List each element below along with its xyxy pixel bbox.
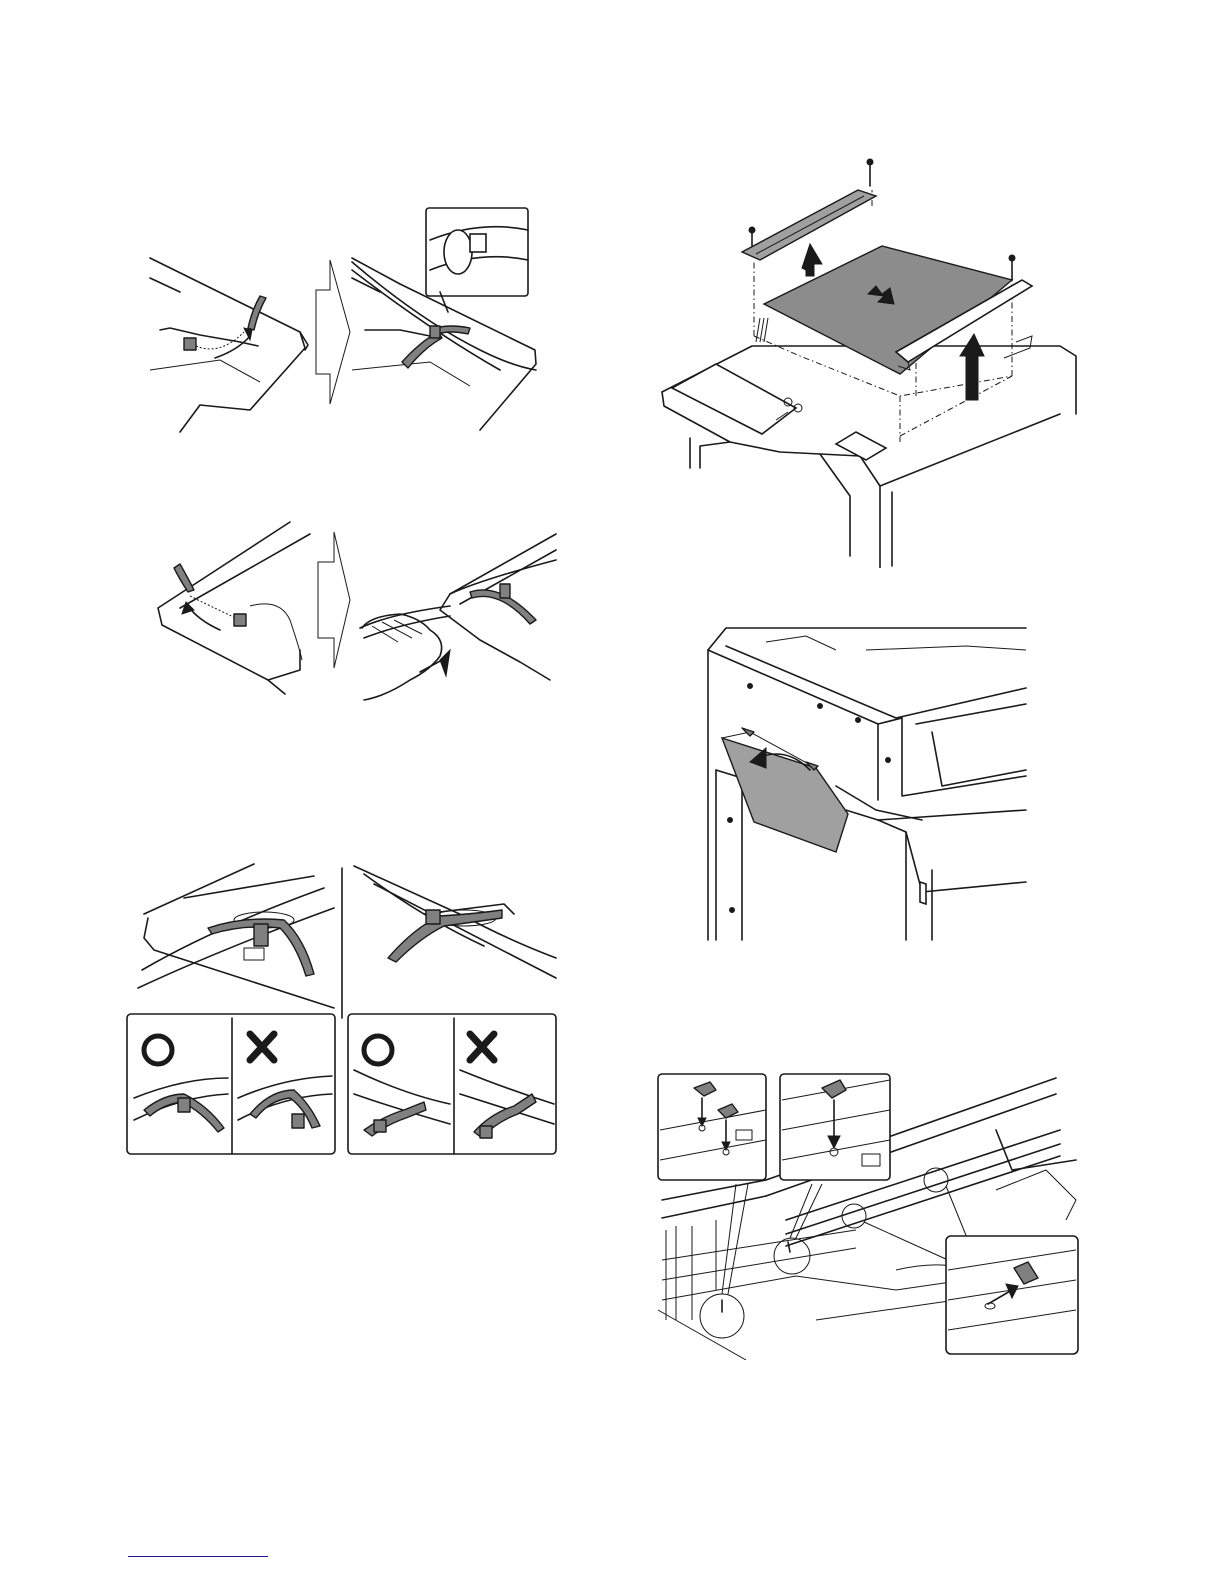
figure-glass-removal <box>660 156 1080 568</box>
figure-side-cover <box>706 620 1028 942</box>
step-arrow <box>316 260 350 404</box>
figure-spacer-install <box>656 1070 1080 1360</box>
up-arrow-icon <box>802 244 822 276</box>
figure-clamp-pull <box>150 510 560 710</box>
footer-link-underline <box>128 1556 268 1557</box>
inset-pin-pair <box>658 1074 766 1180</box>
zoom-inset <box>426 208 528 312</box>
up-arrow-icon <box>960 334 984 400</box>
step-arrow <box>318 532 350 668</box>
top-left-panel <box>138 864 334 1008</box>
figure-clamp-orientation <box>124 858 560 1158</box>
screw-icon <box>1009 255 1015 280</box>
top-right-panel <box>354 866 556 978</box>
check-box-right <box>348 1014 556 1154</box>
tie-head <box>184 338 196 350</box>
check-box-left <box>127 1014 335 1154</box>
panel-right <box>360 534 556 700</box>
panel-left <box>158 522 310 694</box>
inset-single-pin <box>780 1074 890 1180</box>
figure-clamp-close <box>140 200 540 440</box>
tie-strap <box>248 296 266 330</box>
screw-icon <box>867 159 873 186</box>
inset-side-pin <box>946 1236 1078 1354</box>
panel-left <box>150 258 308 432</box>
